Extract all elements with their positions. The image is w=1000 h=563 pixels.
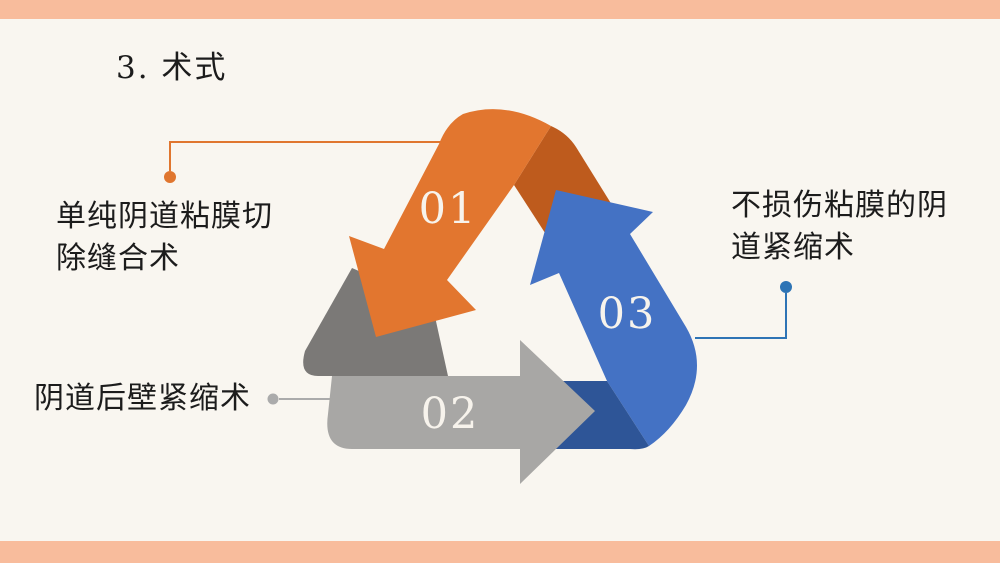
step-01-number: 01 [418,184,478,234]
connector-01-line [169,141,448,171]
bottom-accent-band [0,541,1000,563]
step-02-label: 阴道后壁紧缩术 [34,381,251,416]
page-title: 3. 术式 [116,50,228,86]
arrow-02-gray [327,340,595,484]
top-accent-band [0,0,1000,19]
connector-03-dot [780,281,792,293]
arrow-01-orange [349,109,551,337]
connector-03-line [695,293,787,339]
step-03-label: 不损伤粘膜的阴 道紧缩术 [731,188,948,265]
step-02-number: 02 [420,389,480,439]
step-01-label: 单纯阴道粘膜切 除缝合术 [56,199,273,276]
arrow-03-blue [530,190,697,446]
connector-01-dot [164,171,176,183]
connector-02-dot [267,393,279,405]
step-03-number: 03 [597,289,657,339]
